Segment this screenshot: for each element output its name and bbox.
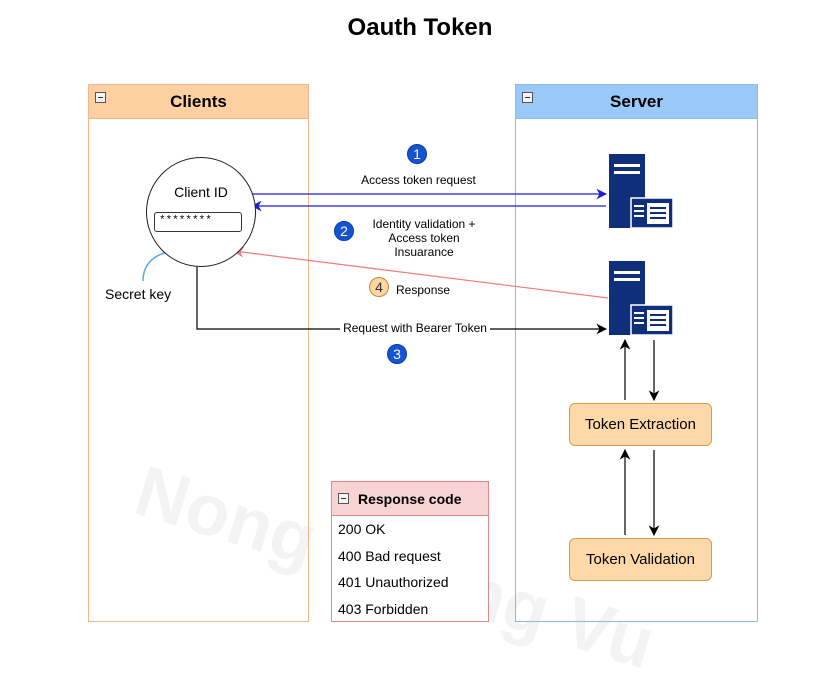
connectors-layer [142, 154, 674, 537]
diagram-title: Oauth Token [347, 14, 493, 41]
step-1-label: Access token request [361, 173, 476, 187]
token-extraction-box[interactable]: Token Extraction [569, 403, 712, 446]
step-2-label-line: Identity validation + [372, 217, 476, 231]
step-2-label-line: Access token [388, 231, 460, 245]
collapse-icon[interactable] [522, 92, 533, 103]
collapse-icon[interactable] [95, 92, 106, 103]
response-code-table[interactable]: Response code 200 OK 400 Bad request 401… [331, 481, 489, 622]
server-lane[interactable]: Server [515, 84, 758, 622]
response-code-row: 403 Forbidden [338, 600, 429, 617]
response-code-row: 401 Unauthorized [338, 574, 449, 591]
collapse-icon[interactable] [338, 493, 349, 504]
arrow-bearer-request [196, 267, 608, 335]
secret-key-label: Secret key [105, 286, 172, 302]
server-icon [609, 261, 674, 336]
arrow-response [232, 246, 609, 299]
clients-lane-label: Clients [170, 91, 227, 111]
step-4-badge: 4 [369, 277, 389, 297]
client-id-label: Client ID [174, 184, 228, 200]
step-2-label: Identity validation + Access token Insua… [350, 217, 498, 259]
step-3-label: Request with Bearer Token [340, 321, 490, 335]
step-2-badge: 2 [334, 221, 354, 241]
clients-lane-header: Clients [89, 85, 308, 119]
response-code-header: Response code [332, 482, 488, 516]
step-2-label-line: Insuarance [394, 245, 454, 259]
step-1-badge: 1 [407, 144, 427, 164]
token-validation-box[interactable]: Token Validation [569, 538, 712, 581]
step-4-label: Response [396, 283, 451, 297]
response-code-row: 200 OK [338, 521, 386, 538]
server-icon [609, 154, 674, 229]
step-3-badge: 3 [387, 344, 407, 364]
password-field[interactable]: ******** [154, 212, 242, 232]
server-lane-label: Server [610, 91, 663, 111]
response-code-title: Response code [358, 490, 462, 507]
clients-lane[interactable]: Clients [88, 84, 309, 622]
server-lane-header: Server [516, 85, 757, 119]
response-code-row: 400 Bad request [338, 547, 441, 564]
